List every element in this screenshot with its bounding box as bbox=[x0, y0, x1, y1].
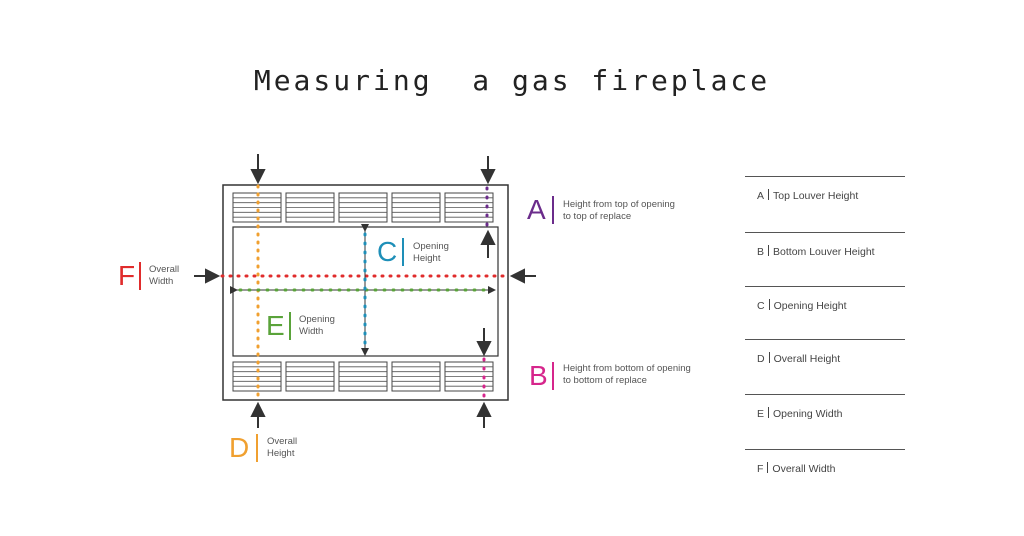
label-b-letter: B bbox=[529, 360, 548, 391]
legend-letter: B bbox=[757, 246, 765, 258]
page-title: Measuring a gas fireplace bbox=[253, 64, 771, 97]
label-a-letter: A bbox=[527, 194, 546, 225]
label-b-caption: Height from bottom of opening to bottom … bbox=[563, 363, 691, 386]
legend-row-d: D Overall Height bbox=[745, 339, 905, 365]
label-d-divider bbox=[256, 434, 258, 462]
label-c-divider bbox=[402, 238, 404, 266]
legend-letter: D bbox=[757, 353, 765, 365]
label-b-divider bbox=[552, 362, 554, 390]
label-a-divider bbox=[552, 196, 554, 224]
legend-row-b: B Bottom Louver Height bbox=[745, 232, 905, 258]
legend-text: Opening Width bbox=[773, 408, 843, 420]
bottom-louvers bbox=[232, 361, 494, 392]
legend-text: Top Louver Height bbox=[773, 190, 859, 202]
legend-letter: E bbox=[757, 408, 765, 420]
legend-letter: C bbox=[757, 300, 765, 312]
legend-letter: A bbox=[757, 190, 765, 202]
legend-row-f: F Overall Width bbox=[745, 449, 905, 475]
label-c-letter: C bbox=[377, 236, 398, 267]
legend-letter: F bbox=[757, 463, 764, 475]
legend-row-c: C Opening Height bbox=[745, 286, 905, 312]
label-e-caption: Opening Width bbox=[299, 314, 335, 337]
legend-text: Opening Height bbox=[773, 300, 847, 312]
outer-frame bbox=[222, 184, 509, 401]
label-a-caption: Height from top of opening to top of rep… bbox=[563, 199, 675, 222]
label-f-caption: Overall Width bbox=[149, 264, 180, 287]
label-e-letter: E bbox=[266, 310, 285, 341]
label-d-caption: Overall Height bbox=[267, 436, 298, 459]
label-f-letter: F bbox=[118, 260, 136, 291]
legend-text: Overall Width bbox=[772, 463, 836, 475]
legend-text: Overall Height bbox=[773, 353, 841, 365]
label-c-caption: Opening Height bbox=[413, 241, 449, 264]
label-d-letter: D bbox=[229, 432, 250, 463]
label-e-divider bbox=[289, 312, 291, 340]
top-louvers bbox=[232, 192, 494, 223]
legend-row-e: E Opening Width bbox=[745, 394, 905, 420]
label-f-divider bbox=[139, 262, 141, 290]
legend-text: Bottom Louver Height bbox=[773, 246, 875, 258]
legend-row-a: A Top Louver Height bbox=[745, 176, 905, 202]
